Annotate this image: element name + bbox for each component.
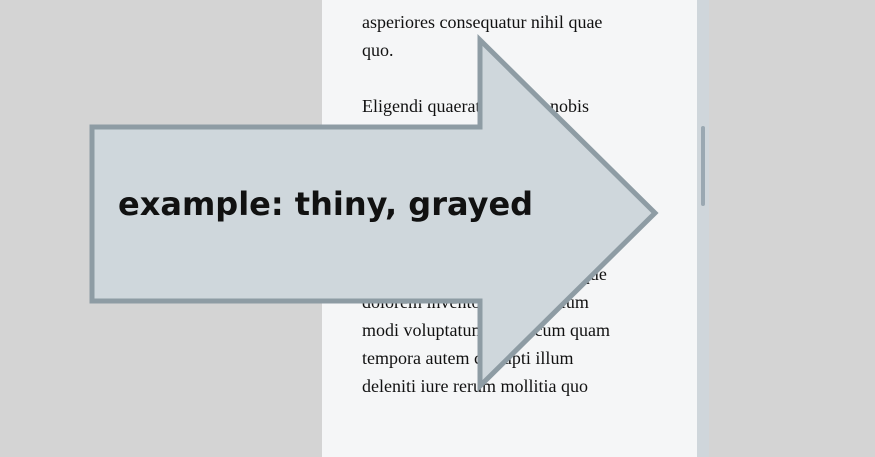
right-arrow-shape <box>89 34 659 392</box>
scrollbar-thumb[interactable] <box>701 126 705 206</box>
text-line: quo. <box>362 40 394 60</box>
annotation-label: example: thiny, grayed <box>118 185 534 223</box>
text-line: asperiores consequatur nihil quae <box>362 12 603 32</box>
paragraph-1: asperiores consequatur nihil quae quo. <box>362 8 682 64</box>
text-line: deleniti iure rerum mollitia quo <box>362 376 588 396</box>
text-line: tempora autem corrupti illum <box>362 348 574 368</box>
vertical-scrollbar[interactable] <box>697 0 709 457</box>
